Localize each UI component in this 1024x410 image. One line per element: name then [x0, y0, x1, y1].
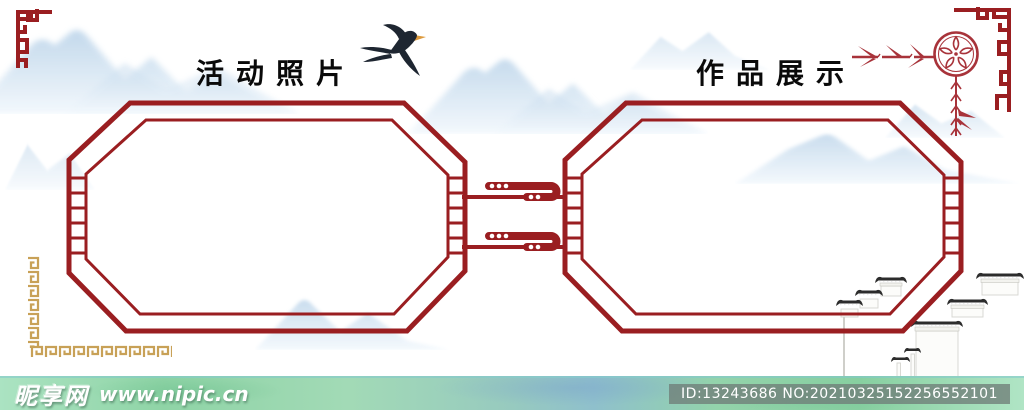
frame-rungs [565, 176, 961, 255]
bamboo-leaf-icon [858, 44, 924, 68]
left-frame-title: 活动照片 [195, 57, 356, 90]
right-frame-title: 作品展示 [695, 57, 856, 90]
greek-key-border-icon [30, 344, 172, 358]
papercut-medallion-icon [933, 31, 979, 77]
image-id-badge: ID:13243686 NO:20210325152256552101 [669, 384, 1010, 404]
site-url: www.nipic.cn [99, 382, 249, 406]
bamboo-branch-icon [852, 31, 979, 136]
cloud-scroll-connector-icon [462, 182, 566, 201]
works-display-frame [562, 100, 964, 334]
greek-key-border-icon [27, 256, 41, 348]
activity-photos-frame [66, 100, 468, 334]
cloud-scroll-connector-icon [462, 232, 566, 251]
swallow-icon [360, 24, 426, 76]
frame-rungs [69, 176, 465, 255]
site-logo: 昵享网 [14, 384, 89, 410]
watermark-bar: 昵享网 www.nipic.cn ID:13243686 NO:20210325… [0, 376, 1024, 410]
corner-fret-icon [16, 9, 52, 68]
corner-fret-icon [954, 7, 1011, 112]
